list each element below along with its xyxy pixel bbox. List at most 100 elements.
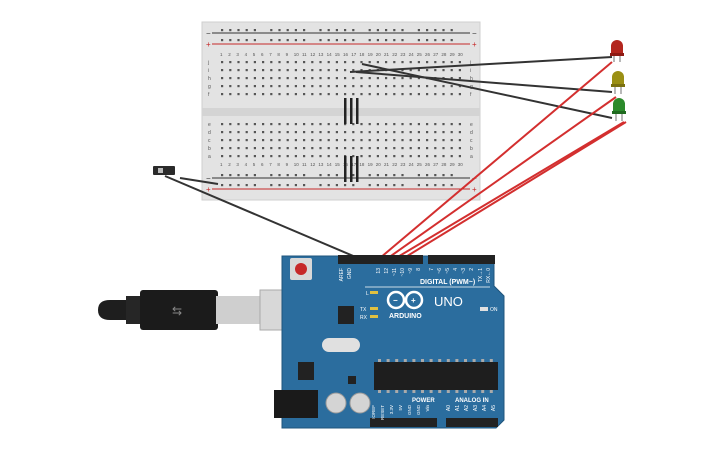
breadboard-hole: [335, 61, 338, 64]
breadboard-hole: [393, 123, 396, 126]
chip-pin: [464, 390, 467, 393]
row-letter: f: [470, 92, 472, 98]
breadboard-hole: [311, 93, 314, 96]
rail-hole: [319, 184, 322, 187]
column-number: 4: [245, 162, 248, 167]
rail-hole: [344, 39, 347, 42]
breadboard-hole: [245, 85, 248, 88]
analog-pin-label: A0: [446, 405, 452, 411]
breadboard-hole: [335, 147, 338, 150]
breadboard-hole: [294, 61, 297, 64]
breadboard-hole: [237, 93, 240, 96]
power-pin-label: 5V: [398, 405, 403, 411]
breadboard-hole: [229, 139, 232, 142]
breadboard-hole: [417, 61, 420, 64]
column-number: 23: [400, 162, 406, 167]
wire-led-yellow-cathode: [355, 71, 613, 93]
breadboard-hole: [270, 147, 273, 150]
breadboard-hole: [450, 93, 453, 96]
breadboard-hole: [385, 147, 388, 150]
rail-hole: [327, 29, 330, 32]
power-label: POWER: [412, 398, 435, 404]
breadboard-hole: [311, 139, 314, 142]
breadboard-hole: [376, 93, 379, 96]
breadboard-hole: [450, 147, 453, 150]
breadboard-hole: [335, 93, 338, 96]
breadboard-hole: [327, 155, 330, 158]
breadboard-hole: [426, 61, 429, 64]
chip-pin: [412, 359, 416, 362]
rail-hole: [294, 39, 297, 42]
breadboard-hole: [327, 123, 330, 126]
top-pin-label: 2: [469, 268, 475, 271]
rail-hole: [270, 184, 273, 187]
breadboard-hole: [450, 69, 453, 72]
breadboard-hole: [253, 139, 256, 142]
row-letter: f: [208, 92, 210, 98]
breadboard-hole: [360, 131, 363, 134]
bottom-rail-plus-label: +: [206, 185, 211, 194]
breadboard-hole: [237, 147, 240, 150]
breadboard-center-channel: [202, 108, 480, 116]
logo-loop-left: [386, 290, 406, 310]
breadboard-hole: [278, 155, 281, 158]
breadboard-hole: [426, 155, 429, 158]
breadboard-hole: [286, 139, 289, 142]
breadboard-hole: [237, 61, 240, 64]
breadboard-hole: [442, 147, 445, 150]
column-number: 25: [417, 162, 423, 167]
breadboard-hole: [311, 69, 314, 72]
breadboard-hole: [344, 77, 347, 80]
breadboard-hole: [417, 85, 420, 88]
rail-hole: [376, 174, 379, 177]
atmega-chip: [374, 362, 498, 390]
rail-hole: [221, 39, 224, 42]
breadboard-hole: [352, 131, 355, 134]
jumper-wire: [356, 156, 359, 182]
breadboard-hole: [253, 85, 256, 88]
breadboard-hole: [319, 139, 322, 142]
breadboard-hole: [245, 139, 248, 142]
top-rail-minus-label: −: [206, 29, 211, 38]
breadboard-hole: [434, 85, 437, 88]
chip-pin: [378, 390, 381, 393]
analog-pin-label: A5: [491, 405, 497, 411]
breadboard-hole: [262, 61, 265, 64]
breadboard-hole: [360, 69, 363, 72]
breadboard-hole: [458, 77, 461, 80]
chip-pin: [438, 359, 442, 362]
column-number: 17: [351, 162, 357, 167]
column-number: 22: [392, 162, 398, 167]
column-number: 27: [433, 52, 439, 57]
column-number: 25: [417, 52, 423, 57]
breadboard-hole: [360, 147, 363, 150]
breadboard-hole: [417, 123, 420, 126]
breadboard-hole: [319, 93, 322, 96]
breadboard-hole: [245, 77, 248, 80]
breadboard-hole: [426, 85, 429, 88]
rail-hole: [426, 29, 429, 32]
wire-red-pin10: [403, 121, 627, 259]
chip-pin: [455, 359, 459, 362]
breadboard-hole: [319, 131, 322, 134]
breadboard-hole: [409, 93, 412, 96]
wire-led-red-cathode: [349, 56, 613, 73]
rail-hole: [286, 174, 289, 177]
breadboard-hole: [303, 147, 306, 150]
breadboard-hole: [229, 61, 232, 64]
power-pin-label: GND: [407, 404, 412, 415]
breadboard-hole: [270, 139, 273, 142]
breadboard-hole: [245, 61, 248, 64]
breadboard-hole: [409, 131, 412, 134]
top-pin-label: ~6: [437, 268, 443, 274]
breadboard-hole: [385, 131, 388, 134]
breadboard-hole: [303, 85, 306, 88]
breadboard-hole: [458, 139, 461, 142]
rail-hole: [286, 39, 289, 42]
column-number: 21: [384, 52, 390, 57]
breadboard-hole: [393, 147, 396, 150]
bottom-rail-minus-label: −: [206, 174, 211, 183]
breadboard-hole: [385, 77, 388, 80]
breadboard-hole: [229, 69, 232, 72]
rail-hole: [385, 184, 388, 187]
